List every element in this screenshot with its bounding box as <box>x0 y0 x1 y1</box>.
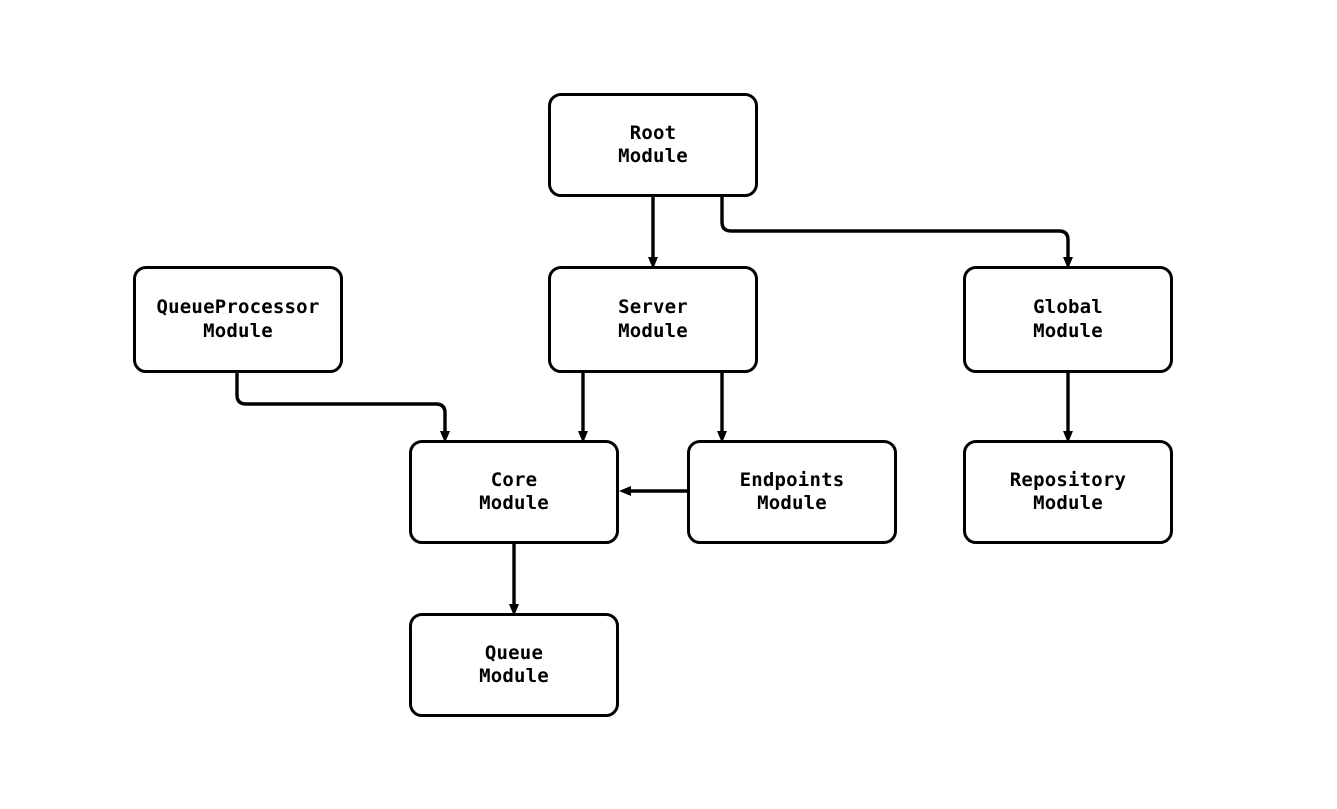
node-repository-module-sublabel: Module <box>1033 492 1103 514</box>
node-server-module-sublabel: Module <box>618 319 688 342</box>
node-server-module-label: Server <box>618 296 688 319</box>
node-queue-module[interactable]: Queue Module <box>409 613 619 717</box>
node-global-module[interactable]: Global Module <box>963 266 1173 373</box>
node-global-module-sublabel: Module <box>1033 319 1103 342</box>
node-core-module[interactable]: Core Module <box>409 440 619 544</box>
node-global-module-label: Global <box>1033 296 1103 319</box>
edge-queueprocessor-to-core <box>235 373 450 443</box>
node-queue-module-label: Queue <box>484 641 544 664</box>
node-root-module-sublabel: Module <box>618 145 688 167</box>
node-root-module-label: Root <box>629 121 677 144</box>
edge-root-to-global <box>720 197 1073 269</box>
node-endpoints-module[interactable]: Endpoints Module <box>687 440 897 544</box>
node-core-module-label: Core <box>490 468 538 491</box>
node-endpoints-module-sublabel: Module <box>757 492 827 514</box>
node-core-module-sublabel: Module <box>479 492 549 514</box>
node-root-module[interactable]: Root Module <box>548 93 758 197</box>
node-server-module[interactable]: Server Module <box>548 266 758 373</box>
node-repository-module[interactable]: Repository Module <box>963 440 1173 544</box>
node-queueprocessor-module-sublabel: Module <box>203 319 273 342</box>
node-queueprocessor-module[interactable]: QueueProcessor Module <box>133 266 343 373</box>
node-queue-module-sublabel: Module <box>479 665 549 687</box>
node-repository-module-label: Repository <box>1009 468 1127 491</box>
node-endpoints-module-label: Endpoints <box>739 468 845 491</box>
node-queueprocessor-module-label: QueueProcessor <box>156 296 320 319</box>
